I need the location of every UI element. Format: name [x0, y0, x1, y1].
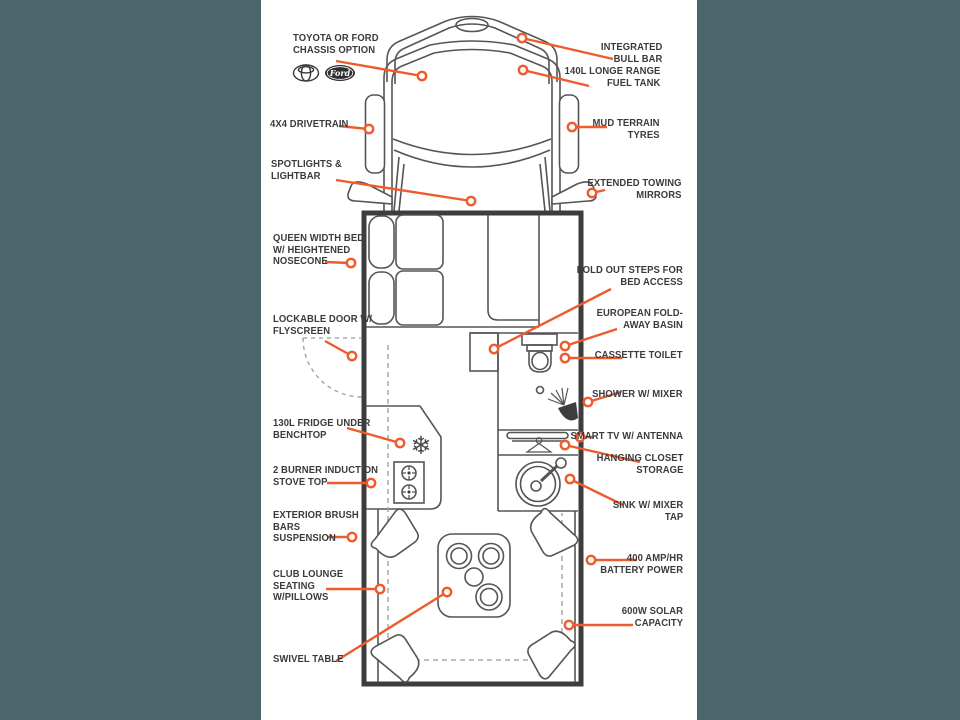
wheel-flare-left [364, 94, 386, 174]
label-lockable-door: LOCKABLE DOOR W/ FLYSCREEN [273, 313, 373, 337]
label-steps: FOLD OUT STEPS FOR BED ACCESS [576, 264, 683, 288]
label-tv: SMART TV W/ ANTENNA [570, 430, 683, 442]
shower-head-icon [547, 387, 578, 421]
door-swing-dashes [302, 337, 363, 398]
towing-mirror-left [347, 181, 393, 205]
sink-counter [498, 457, 578, 512]
bed-bolster [368, 271, 395, 325]
label-solar: 600W SOLAR CAPACITY [621, 605, 683, 629]
label-bull-bar: INTEGRATED BULL BAR [600, 41, 662, 65]
bed-bolster [368, 215, 395, 269]
ford-logo: Ford [325, 65, 355, 81]
label-swivel-table: SWIVEL TABLE [273, 653, 344, 665]
label-shower: SHOWER W/ MIXER [592, 388, 683, 400]
queen-bed [366, 214, 540, 328]
sink-drain [530, 480, 542, 492]
label-drivetrain: 4X4 DRIVETRAIN [270, 118, 349, 130]
closet [498, 431, 578, 456]
label-toilet: CASSETTE TOILET [595, 349, 683, 361]
toyota-logo [292, 64, 320, 82]
label-battery: 400 AMP/HR BATTERY POWER [600, 552, 683, 576]
windshield-outline [392, 138, 552, 212]
hanger-icon [525, 437, 553, 453]
bed-pillow [395, 270, 444, 326]
label-tyres: MUD TERRAIN TYRES [592, 117, 660, 141]
label-sink: SINK W/ MIXER TAP [612, 499, 683, 523]
camper-wall [361, 210, 584, 687]
club-lounge [370, 345, 579, 683]
label-closet: HANGING CLOSET STORAGE [596, 452, 683, 476]
label-fuel-tank: 140L LONGE RANGE FUEL TANK [564, 65, 660, 89]
sink-bowl [515, 461, 561, 507]
hood-outline [383, 40, 561, 211]
label-queen-bed: QUEEN WIDTH BED W/ HEIGHTENED NOSECONE [273, 232, 365, 267]
winch-plate-oval [455, 17, 489, 33]
ford-logo-text: Ford [329, 68, 351, 78]
label-spotlights: SPOTLIGHTS & LIGHTBAR [271, 158, 342, 182]
kitchen-bench: ❄ [366, 405, 442, 510]
label-chassis-option: TOYOTA OR FORD CHASSIS OPTION [293, 32, 379, 56]
label-mirrors: EXTENDED TOWING MIRRORS [587, 177, 682, 201]
label-basin: EUROPEAN FOLD- AWAY BASIN [596, 307, 683, 331]
snowflake-icon: ❄ [411, 432, 432, 460]
label-brush-bars: EXTERIOR BRUSH BARS SUSPENSION [273, 509, 359, 544]
induction-stove [393, 461, 425, 504]
bull-bar-outline [386, 15, 558, 84]
mixer-tap-arm [539, 464, 559, 483]
label-club-lounge: CLUB LOUNGE SEATING W/PILLOWS [273, 568, 344, 603]
cassette-toilet [528, 350, 552, 373]
label-fridge: 130L FRIDGE UNDER BENCHTOP [273, 417, 371, 441]
shower-drain [535, 385, 545, 395]
label-stove: 2 BURNER INDUCTION STOVE TOP [273, 464, 379, 488]
wheel-flare-right [558, 94, 580, 174]
mixer-tap-knob [555, 457, 567, 469]
bed-pillow [395, 214, 444, 270]
leader-lines [324, 32, 641, 663]
lounge-cushions [370, 507, 579, 683]
swivel-table [437, 533, 511, 618]
